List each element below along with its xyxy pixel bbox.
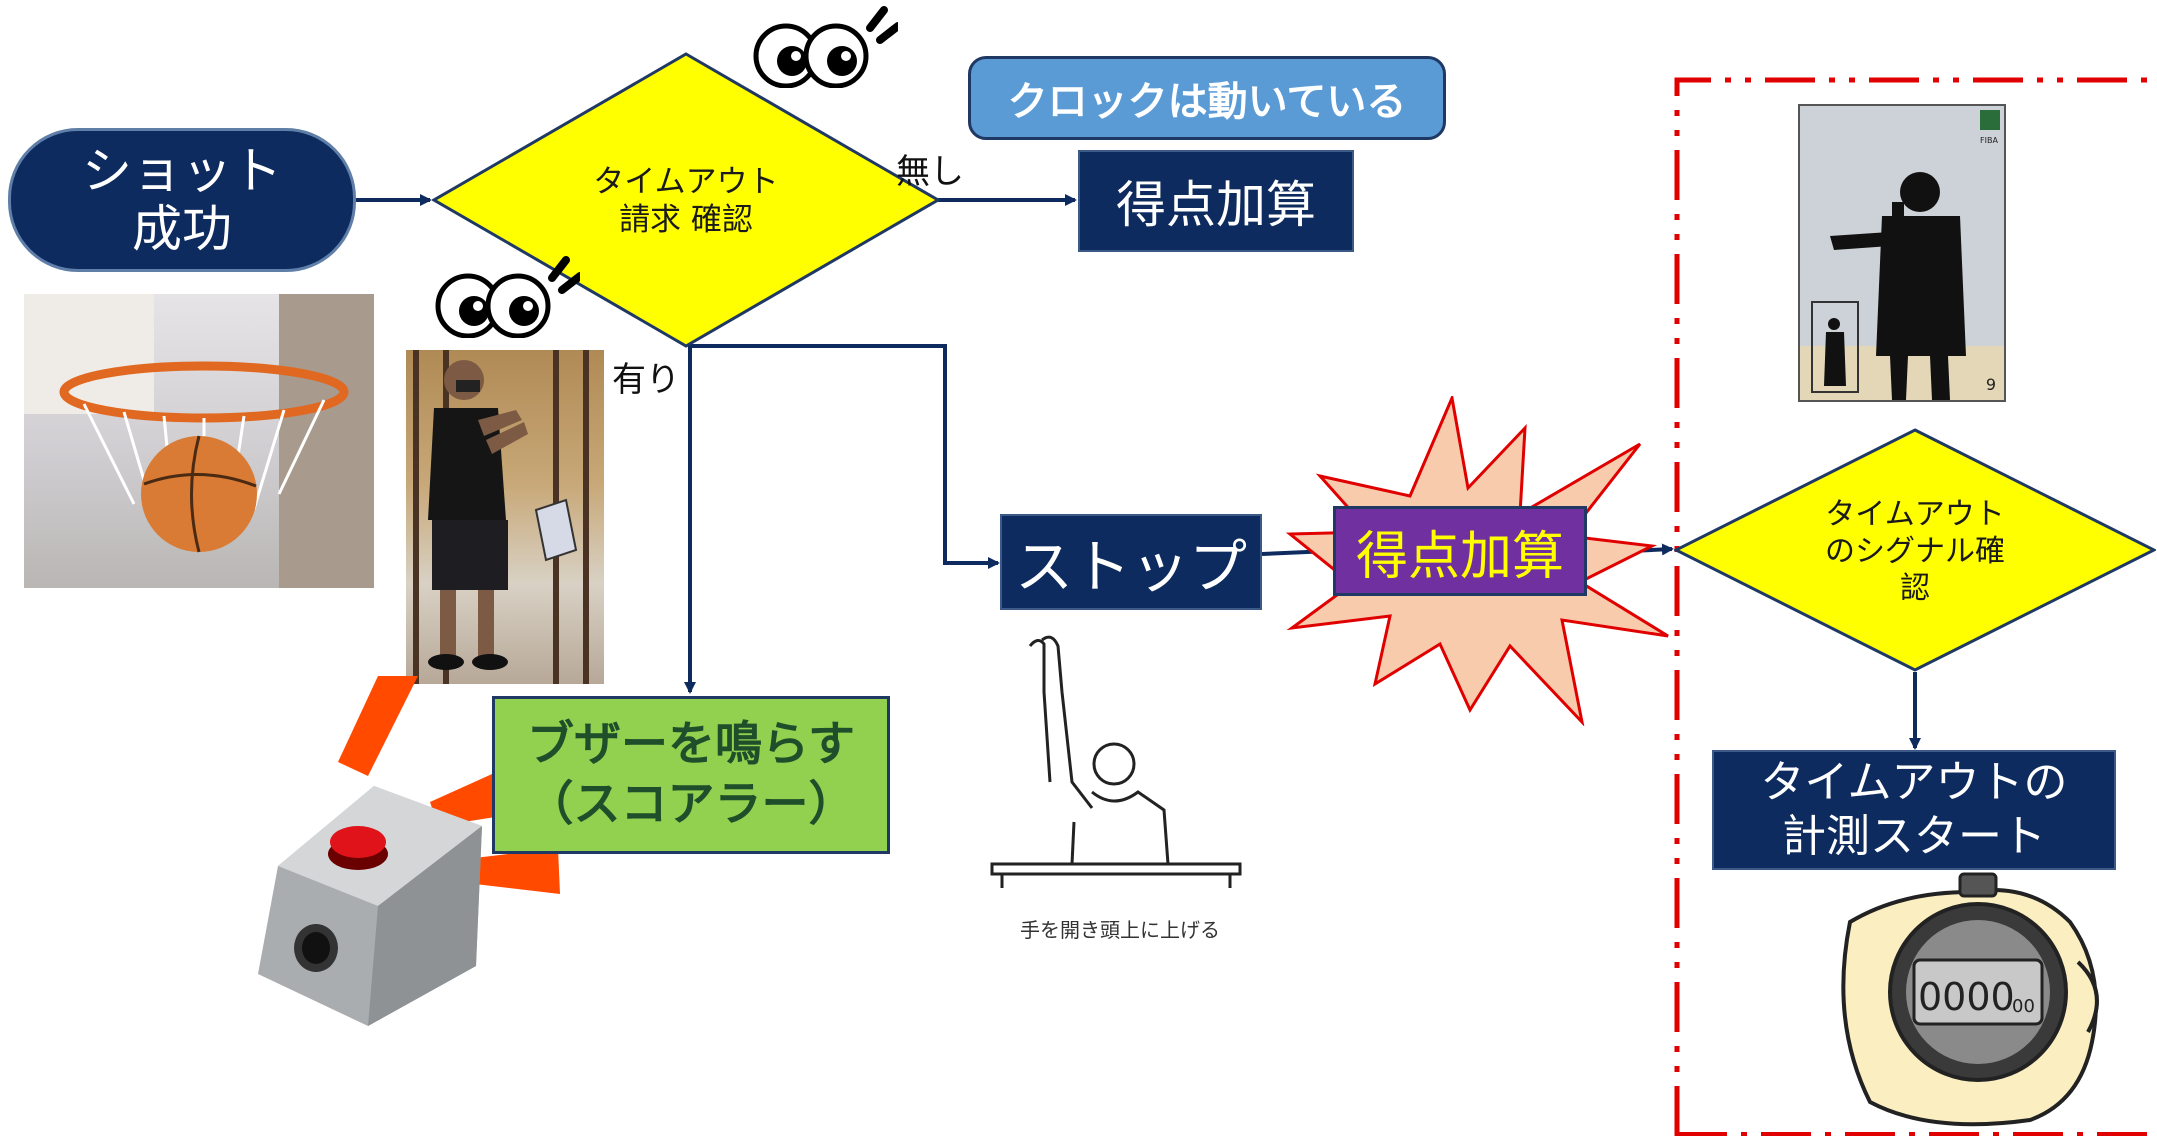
basketball-hoop-image <box>24 294 374 588</box>
buzzer-box: ブザーを鳴らす （スコアラー） <box>492 696 890 854</box>
buzzer-line2: （スコアラー） <box>526 777 856 832</box>
eyes-icon <box>753 6 898 88</box>
stopwatch-small-digits: 00 <box>2012 996 2035 1017</box>
raise-hand-gesture-illustration <box>990 635 1242 888</box>
start-shot-success: ショット 成功 <box>8 128 356 272</box>
stop-box: ストップ <box>1000 514 1262 610</box>
decision2-line2: のシグナル確 <box>1825 534 2005 569</box>
referee-timeout-photo <box>406 350 604 684</box>
score-add-burst-box: 得点加算 <box>1333 506 1587 596</box>
timeout-start-line1: タイムアウトの <box>1760 757 2068 808</box>
stopwatch-digits: 0000 <box>1918 975 2015 1019</box>
fiba-timeout-signal-card: FIBA 9 <box>1798 104 2006 402</box>
gesture-caption: 手を開き頭上に上げる <box>1020 918 1220 942</box>
label-yes: 有り <box>612 360 680 400</box>
card-brand: FIBA <box>1980 136 1998 145</box>
buzzer-line1: ブザーを鳴らす <box>526 717 856 772</box>
decision2-line3: 認 <box>1900 571 1930 606</box>
label-no: 無し <box>896 152 964 192</box>
card-number: 9 <box>1985 375 1996 394</box>
clock-running-note: クロックは動いている <box>968 56 1446 140</box>
decision1-line1: タイムアウト <box>593 164 778 200</box>
clock-note-text: クロックは動いている <box>1007 79 1407 125</box>
score-add-box: 得点加算 <box>1078 150 1354 252</box>
start-line2: 成功 <box>132 200 232 258</box>
stopwatch-icon: 0000 00 <box>1841 872 2099 1127</box>
timeout-start-line2: 計測スタート <box>1782 811 2046 862</box>
decision2-line1: タイムアウト <box>1825 497 2004 532</box>
score-add-top-text: 得点加算 <box>1116 176 1316 234</box>
timeout-measure-start-box: タイムアウトの 計測スタート <box>1712 750 2116 870</box>
stop-text: ストップ <box>1014 533 1247 601</box>
timeout-boundary <box>1674 77 2152 1136</box>
eyes-icon <box>435 256 580 338</box>
decision1-line2: 請求 確認 <box>619 202 753 238</box>
buzzer-device-icon <box>258 676 560 1026</box>
arrow-decision-to-stop <box>690 344 1000 569</box>
decision-timeout-signal: タイムアウト のシグナル確 認 <box>1674 428 2156 672</box>
start-line1: ショット <box>82 142 282 200</box>
score-add-burst-text: 得点加算 <box>1355 526 1564 587</box>
